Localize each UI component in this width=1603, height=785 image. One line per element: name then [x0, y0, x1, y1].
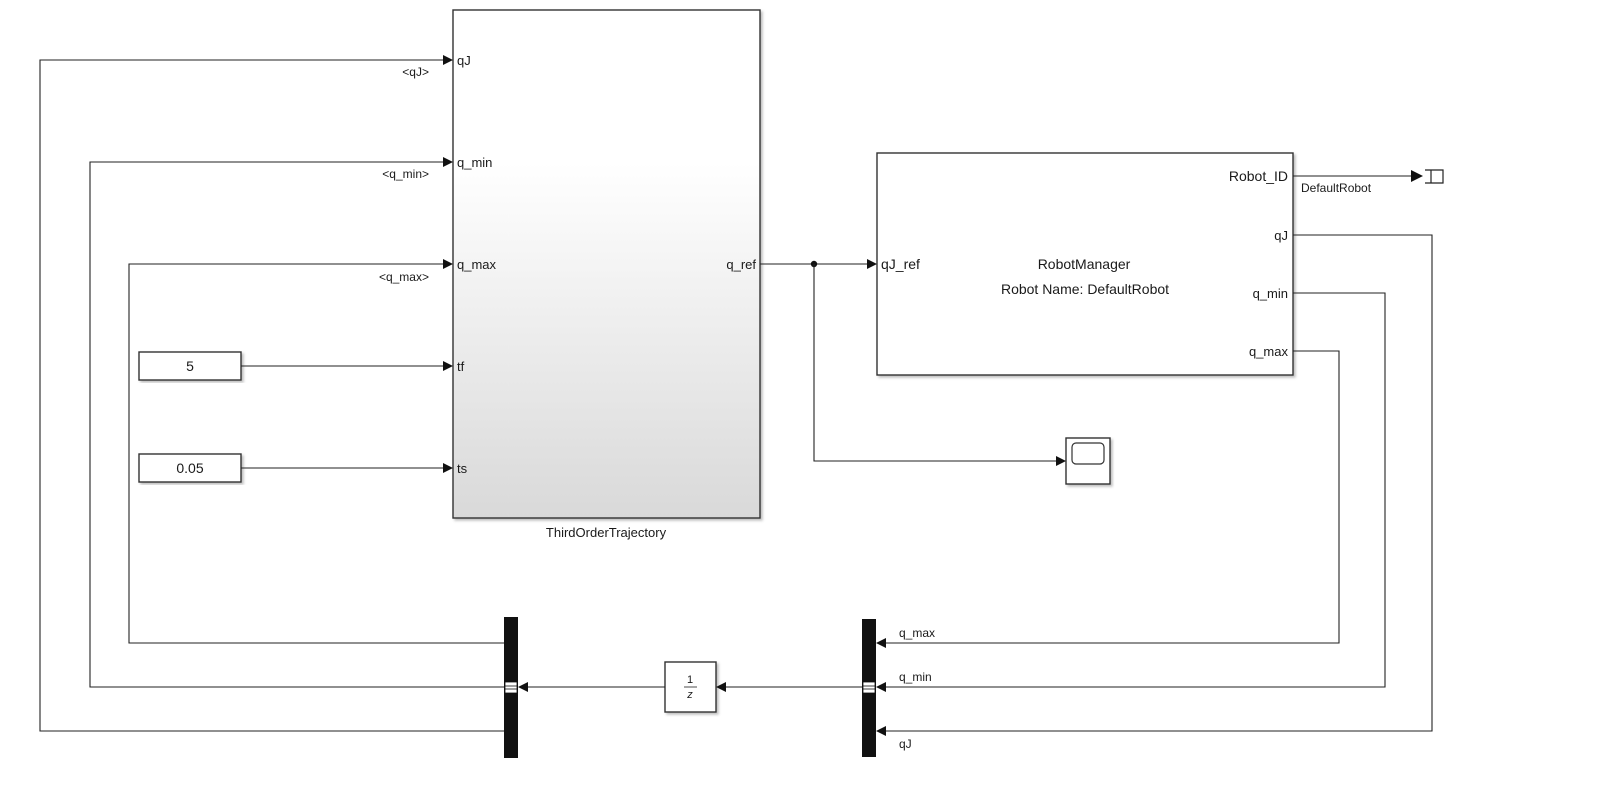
wire-out-q-min[interactable] — [886, 292, 1386, 688]
constant-ts-value: 0.05 — [176, 460, 203, 476]
robot-manager-title: RobotManager — [1038, 256, 1131, 272]
port-q-max-label: q_max — [457, 257, 497, 272]
port-ts-label: ts — [457, 461, 468, 476]
wire-out-q-max[interactable] — [886, 350, 1340, 644]
unit-delay-denominator: z — [686, 689, 693, 701]
robot-manager-block[interactable]: RobotManager Robot Name: DefaultRobot qJ… — [876, 152, 1294, 376]
signal-label-robot-id: DefaultRobot — [1301, 181, 1372, 195]
wire-feedback-q-min[interactable] — [89, 161, 504, 688]
constant-tf-value: 5 — [186, 358, 194, 374]
port-qJ-ref-label: qJ_ref — [881, 256, 920, 272]
signal-label-bus-qJ: qJ — [899, 737, 912, 751]
port-out-q-max-label: q_max — [1249, 344, 1289, 359]
port-out-qJ-label: qJ — [1274, 228, 1288, 243]
signal-label-sel-q-max: <q_max> — [379, 270, 429, 284]
signal-label-sel-qJ: <qJ> — [402, 65, 429, 79]
signal-label-bus-q-max: q_max — [899, 626, 935, 640]
wire-out-qJ[interactable] — [886, 234, 1433, 732]
unit-delay-numerator: 1 — [687, 674, 693, 686]
wire-q-ref-scope[interactable] — [813, 264, 1056, 462]
signal-lines — [39, 55, 1433, 736]
constant-tf-block[interactable]: 5 — [138, 351, 242, 381]
wire-feedback-q-max[interactable] — [128, 263, 504, 644]
constant-ts-block[interactable]: 0.05 — [138, 453, 242, 483]
scope-block[interactable] — [1065, 437, 1111, 485]
port-robot-id-label: Robot_ID — [1229, 168, 1288, 184]
unit-delay-block[interactable]: 1 z — [664, 661, 717, 713]
port-q-ref-label: q_ref — [726, 257, 756, 272]
trajectory-block-name: ThirdOrderTrajectory — [546, 525, 667, 540]
wire-feedback-qJ[interactable] — [39, 59, 504, 732]
port-q-min-label: q_min — [457, 155, 492, 170]
terminator-block[interactable] — [1425, 169, 1444, 184]
port-out-q-min-label: q_min — [1253, 286, 1288, 301]
port-tf-label: tf — [457, 359, 465, 374]
port-qJ-label: qJ — [457, 53, 471, 68]
robot-manager-subtitle: Robot Name: DefaultRobot — [1001, 281, 1169, 297]
bus-selector-bar[interactable] — [504, 617, 518, 758]
signal-label-sel-q-min: <q_min> — [382, 167, 429, 181]
third-order-trajectory-block[interactable]: qJ q_min q_max tf ts q_ref — [452, 9, 761, 519]
scope-screen-icon — [1071, 442, 1105, 465]
bus-creator-bar[interactable] — [862, 619, 876, 757]
signal-label-bus-q-min: q_min — [899, 670, 932, 684]
